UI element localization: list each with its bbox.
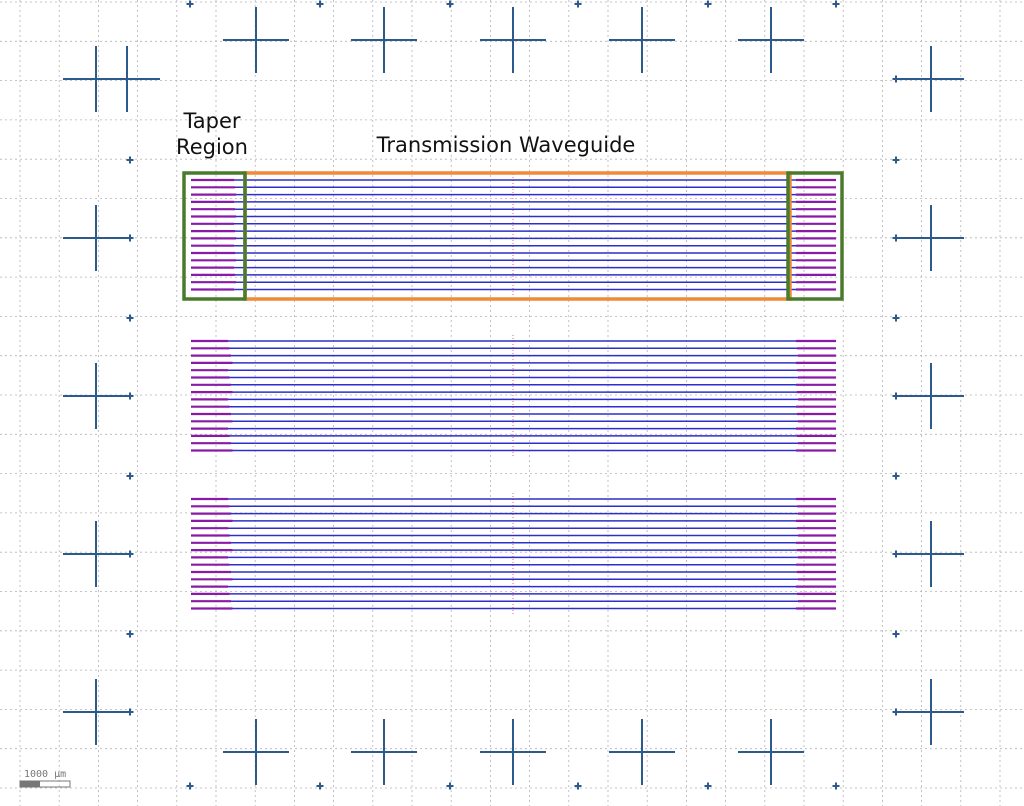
highlight-boxes xyxy=(182,171,844,301)
taper-region-label: Taper Region xyxy=(168,108,256,160)
scale-bar xyxy=(19,780,71,788)
transmission-waveguide-label: Transmission Waveguide xyxy=(376,133,636,157)
scale-bar-fill xyxy=(20,781,40,787)
waveguide-group xyxy=(191,335,836,457)
transmission-waveguide-box xyxy=(243,171,792,301)
waveguide-group xyxy=(191,493,836,615)
taper-region-label-line2: Region xyxy=(176,135,248,159)
taper-region-label-line1: Taper xyxy=(183,109,241,133)
scale-bar-label: 1000 µm xyxy=(24,769,67,780)
taper-region-box-left xyxy=(182,171,247,301)
alignment-marks xyxy=(63,0,964,790)
taper-region-box-right xyxy=(786,171,844,301)
waveguide-group xyxy=(191,174,836,296)
waveguide-groups xyxy=(191,174,836,615)
